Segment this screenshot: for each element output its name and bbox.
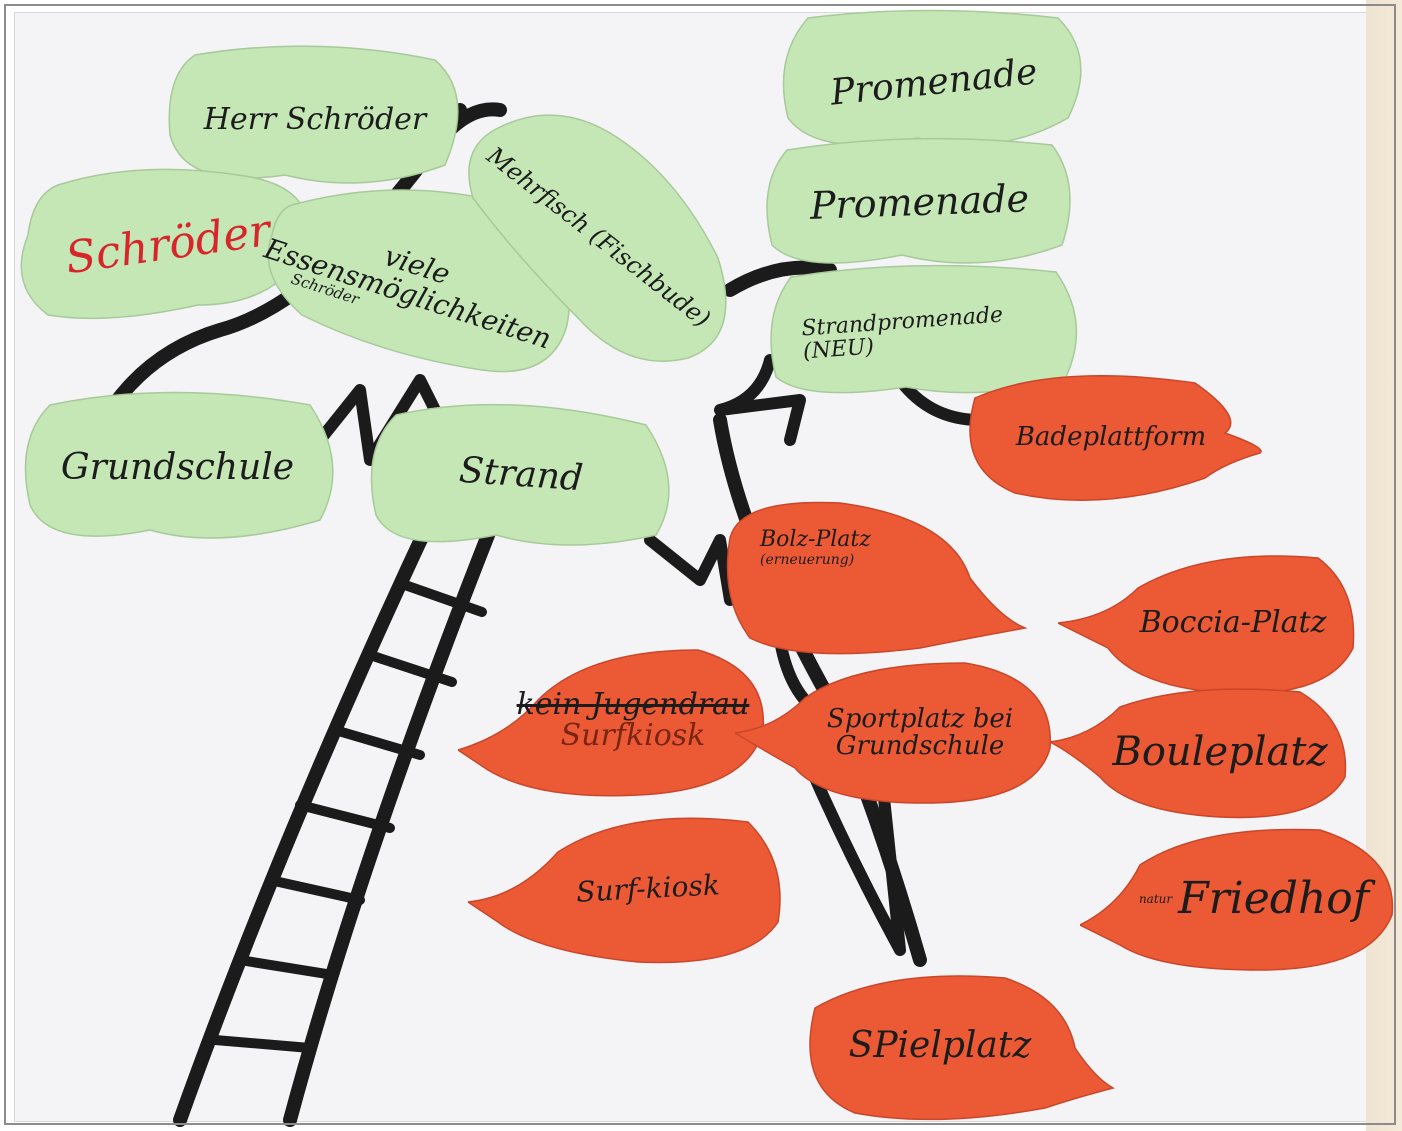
note-bolz-platz-text: Bolz-Platz (erneuerung): [720, 498, 1030, 663]
tree-rung: [365, 650, 457, 687]
note-surfkiosk-top: kein Jugendrau Surfkiosk: [458, 640, 768, 800]
note-mehr-fisch: Mehrfisch (Fischbude): [458, 108, 738, 368]
note-boccia-platz-label: Boccia-Platz: [1139, 605, 1327, 641]
tree-arc-right: [723, 260, 837, 297]
note-sportplatz: Sportplatz bei Grundschule: [735, 658, 1055, 808]
note-strandpromenade-label: Strandpromenade: [800, 302, 1004, 342]
note-promenade-2: Promenade: [762, 135, 1077, 270]
note-surf-kiosk: Surf-kiosk: [468, 812, 788, 967]
note-bolz-platz-label: Bolz-Platz: [760, 527, 871, 552]
note-grundschule: Grundschule: [20, 385, 335, 550]
tree-rung: [265, 875, 365, 905]
note-sportplatz-label: Sportplatz bei Grundschule: [826, 703, 1014, 761]
note-badeplattform-label: Badeplattform: [1015, 422, 1207, 453]
note-strand: Strand: [366, 395, 676, 555]
note-grundschule-label: Grundschule: [60, 446, 295, 488]
note-strandpromenade-sub: (NEU): [802, 334, 875, 365]
note-kein-jugendraum-label: kein Jugendrau: [516, 686, 750, 722]
note-schroeder-red: Schröder: [18, 165, 318, 325]
note-friedhof-text: natur Friedhof: [1080, 825, 1398, 973]
tree-rung: [210, 1035, 315, 1053]
tree-rung: [400, 580, 487, 617]
note-bolz-platz: Bolz-Platz (erneuerung): [720, 498, 1030, 663]
tree-rung: [330, 725, 425, 760]
tree-rung: [235, 955, 338, 980]
note-surfkiosk-top-text: kein Jugendrau Surfkiosk: [458, 640, 768, 800]
note-surf-kiosk-label: Surf-kiosk: [575, 868, 721, 909]
note-herr-schroeder: Herr Schröder: [165, 45, 465, 195]
tree-zigzag-left: [314, 374, 446, 466]
tree-arc-right-lower: [714, 354, 806, 446]
note-friedhof-label: Friedhof: [1178, 872, 1370, 924]
note-boccia-platz: Boccia-Platz: [1058, 548, 1358, 698]
note-surfkiosk-label: Surfkiosk: [560, 718, 706, 753]
tree-rung: [295, 800, 395, 833]
note-viele-essen: viele Essensmöglichkeiten Schröder: [261, 185, 582, 380]
note-bouleplatz: Bouleplatz: [1050, 682, 1350, 822]
note-spielplatz: SPielplatz: [795, 968, 1115, 1123]
tree-branch-right: [644, 534, 736, 606]
note-promenade-1: Promenade: [778, 8, 1090, 158]
note-strand-label: Strand: [457, 449, 585, 500]
note-friedhof: natur Friedhof: [1080, 825, 1398, 973]
note-bolz-platz-sub: (erneuerung): [760, 552, 855, 569]
note-friedhof-prefix: natur: [1138, 891, 1173, 906]
note-bouleplatz-label: Bouleplatz: [1112, 729, 1328, 775]
tree-trunk-outer: [173, 513, 437, 1127]
note-spielplatz-label: SPielplatz: [848, 1024, 1032, 1066]
note-badeplattform: Badeplattform: [955, 368, 1267, 508]
note-herr-schroeder-label: Herr Schröder: [203, 102, 427, 138]
